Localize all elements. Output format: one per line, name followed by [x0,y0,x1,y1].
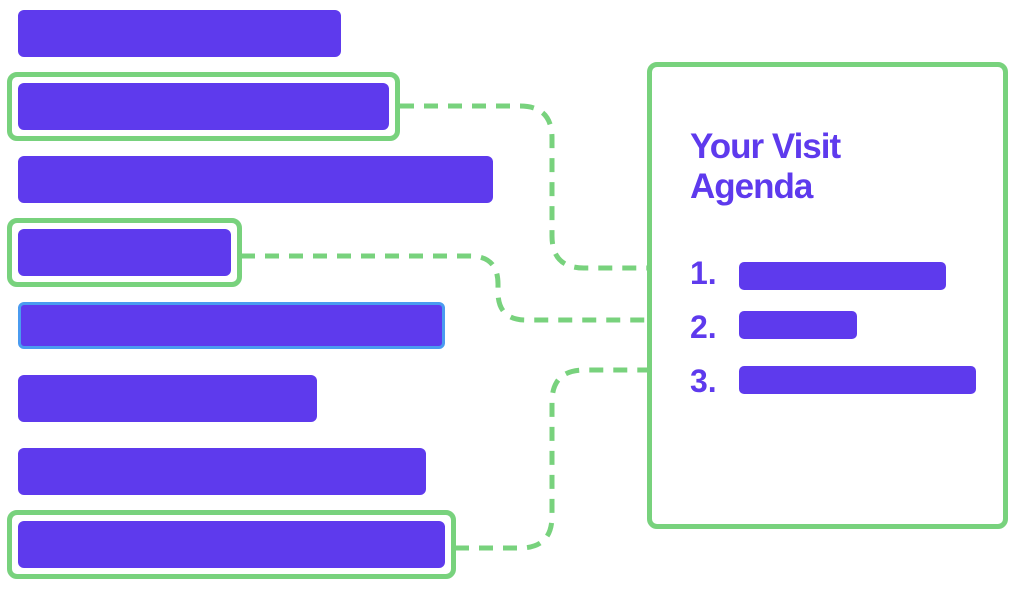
source-item-8[interactable] [18,521,445,568]
source-item-6[interactable] [18,375,317,422]
agenda-card: Your Visit Agenda 1. 2. 3. [647,62,1008,529]
selection-highlight-item-4 [7,218,242,287]
source-item-4[interactable] [18,229,231,276]
source-item-5[interactable] [18,302,445,349]
selection-highlight-item-8 [7,510,456,579]
agenda-item-number-2: 2. [690,309,717,345]
agenda-item-bar-3 [739,366,976,394]
agenda-item-bar-1 [739,262,946,290]
selection-highlight-item-2 [7,72,400,141]
connector-line-3 [455,367,647,551]
agenda-item-bar-2 [739,311,857,339]
connector-line-1 [400,103,647,271]
source-item-1[interactable] [18,10,341,57]
agenda-item-number-3: 3. [690,363,717,399]
connector-line-2 [241,253,647,323]
source-item-3[interactable] [18,156,493,203]
agenda-item-number-1: 1. [690,255,717,291]
agenda-title: Your Visit Agenda [690,127,841,206]
source-item-7[interactable] [18,448,426,495]
source-item-2[interactable] [18,83,389,130]
